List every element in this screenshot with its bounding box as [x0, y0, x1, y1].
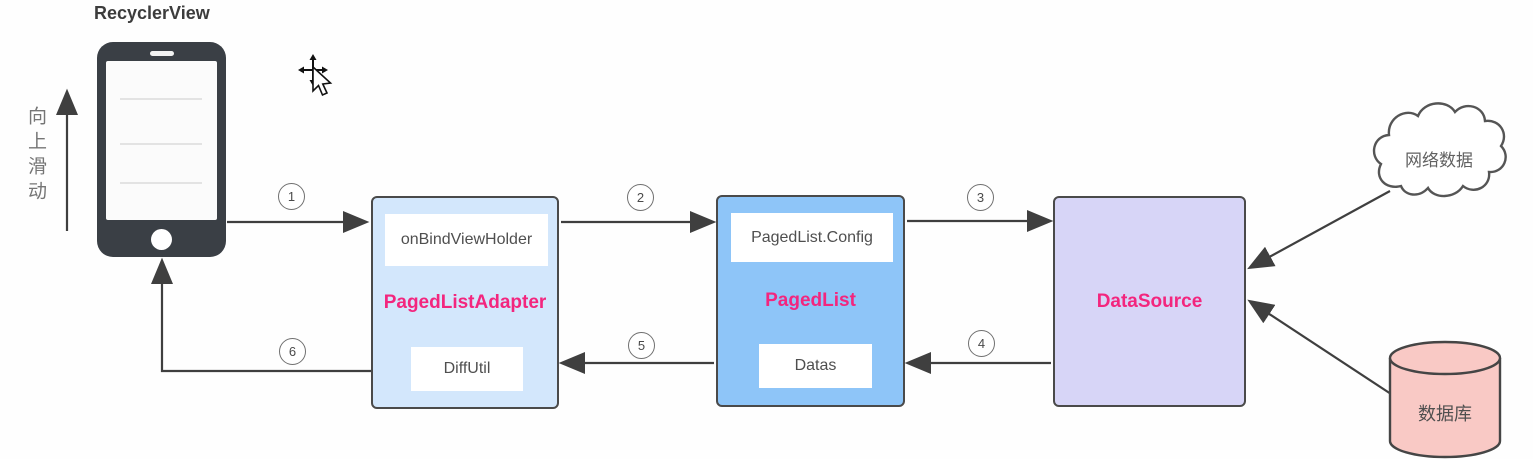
phone-screen [106, 61, 217, 220]
cylinder-shape [1388, 340, 1502, 459]
step-circle-6: 6 [279, 338, 306, 365]
step-circle-5: 5 [628, 332, 655, 359]
step-circle-1: 1 [278, 183, 305, 210]
move-cursor-icon [298, 54, 333, 97]
network-data-label: 网络数据 [1405, 151, 1473, 170]
list-row-line [120, 143, 202, 145]
list-row-line [120, 98, 202, 100]
swipe-up-label: 向上滑动 [25, 106, 46, 206]
node-pagedlistadapter: onBindViewHolder PagedListAdapter DiffUt… [371, 196, 559, 409]
database-cylinder: 数据库 [1388, 340, 1502, 459]
diagram-title: RecyclerView [94, 3, 210, 23]
cloud-shape [1372, 102, 1507, 198]
datas-box: Datas [759, 344, 872, 388]
diffutil-box: DiffUtil [411, 347, 523, 391]
onbindviewholder-box: onBindViewHolder [385, 214, 548, 266]
phone-icon [97, 42, 226, 257]
pagedlist-config-box: PagedList.Config [731, 213, 893, 262]
step-circle-4: 4 [968, 330, 995, 357]
pagedlistadapter-label: PagedListAdapter [383, 292, 547, 313]
list-row-line [120, 182, 202, 184]
node-datasource: DataSource [1053, 196, 1246, 407]
arrow-step-6 [151, 257, 371, 373]
arrow-database-to-datasource [1247, 299, 1392, 395]
phone-home-button [151, 229, 172, 250]
pagedlist-label: PagedList [765, 290, 856, 311]
database-label: 数据库 [1418, 404, 1472, 424]
phone-speaker [150, 51, 174, 56]
step-circle-2: 2 [627, 184, 654, 211]
node-pagedlist: PagedList.Config PagedList Datas [716, 195, 905, 407]
network-cloud: 网络数据 [1368, 98, 1510, 214]
step-circle-3: 3 [967, 184, 994, 211]
datasource-label: DataSource [1096, 291, 1203, 312]
